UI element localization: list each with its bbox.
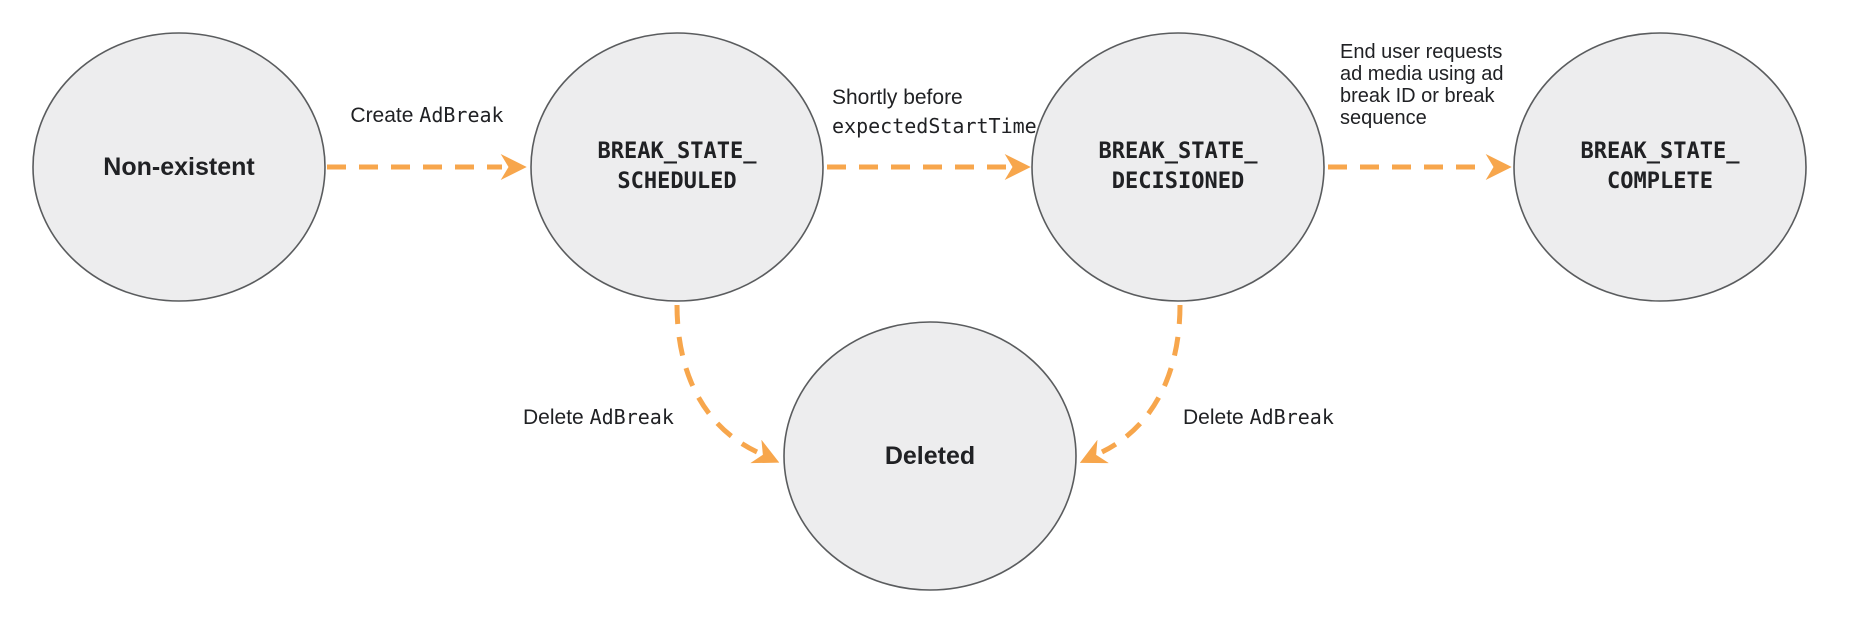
node-label-decisioned: BREAK_STATE_ DECISIONED	[1098, 139, 1258, 194]
node-label-non-existent: Non-existent	[103, 153, 255, 181]
state-node-decisioned	[1031, 32, 1325, 302]
transition-delete-decisioned-arrow	[1079, 304, 1183, 464]
state-node-deleted	[783, 321, 1077, 591]
edge-label-shortly-before: Shortly before expectedStartTime	[832, 84, 1037, 140]
edge-label-delete-left-code: AdBreak	[589, 405, 674, 429]
state-node-complete	[1513, 32, 1807, 302]
transition-delete-scheduled-arrow	[674, 304, 780, 464]
edge-label-end-user-request: End user requests ad media using ad brea…	[1340, 41, 1504, 129]
edge-label-delete-right-text: Delete	[1183, 406, 1244, 429]
edge-label-delete-left-text: Delete	[523, 406, 584, 429]
edge-label-shortly-before-text: Shortly before	[832, 86, 963, 109]
edge-label-delete-right-code: AdBreak	[1249, 405, 1334, 429]
node-label-deleted: Deleted	[884, 442, 976, 470]
state-node-non-existent	[32, 32, 326, 302]
state-node-scheduled	[530, 32, 824, 302]
node-label-scheduled: BREAK_STATE_ SCHEDULED	[597, 139, 757, 194]
edge-label-create-text: Create	[350, 104, 414, 127]
edge-label-shortly-before-code: expectedStartTime	[832, 114, 1037, 138]
node-label-complete: BREAK_STATE_ COMPLETE	[1580, 139, 1740, 194]
edge-label-create-code: AdBreak	[419, 103, 504, 127]
